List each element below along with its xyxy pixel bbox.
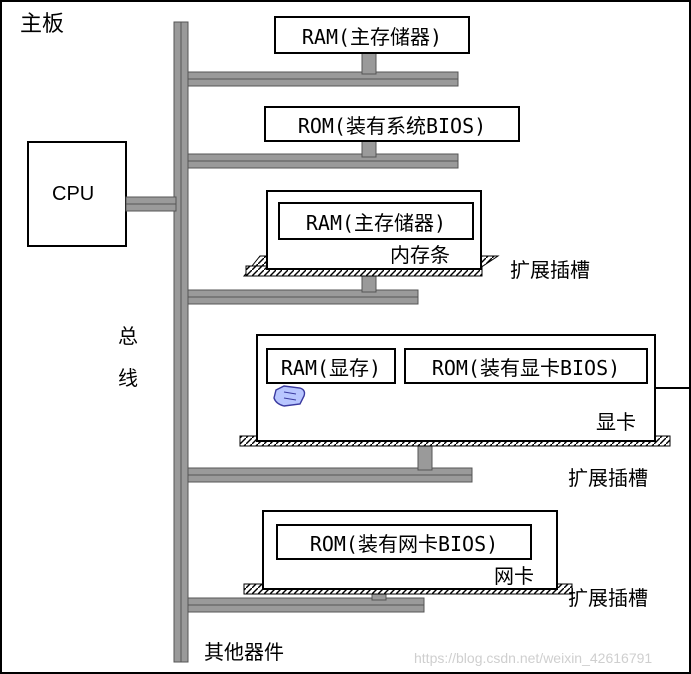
ram-main-box: RAM(主存储器): [274, 16, 470, 54]
network-card-label: 网卡: [494, 564, 534, 588]
network-rom-chip: ROM(装有网卡BIOS): [276, 524, 532, 560]
other-devices-label: 其他器件: [204, 640, 284, 664]
rom-bios-box: ROM(装有系统BIOS): [264, 106, 520, 142]
memory-slot-label: 扩展插槽: [510, 258, 590, 282]
bus-label-bottom: 线: [118, 366, 138, 390]
bus-stripes: [126, 22, 472, 662]
graphics-rom-chip: ROM(装有显卡BIOS): [404, 348, 648, 384]
watermark: https://blog.csdn.net/weixin_42616791: [414, 650, 653, 666]
cpu-box: [27, 141, 127, 247]
graphics-card-label: 显卡: [596, 410, 636, 434]
cpu-label: CPU: [52, 183, 95, 205]
bus-label-top: 总: [118, 324, 138, 348]
network-slot-label: 扩展插槽: [568, 586, 648, 610]
memory-module-label: 内存条: [390, 243, 450, 267]
graphics-slot-label: 扩展插槽: [568, 466, 648, 490]
memory-ram-chip: RAM(主存储器): [278, 202, 474, 240]
motherboard-title: 主板: [20, 12, 65, 37]
graphics-vram-chip: RAM(显存): [266, 348, 396, 384]
